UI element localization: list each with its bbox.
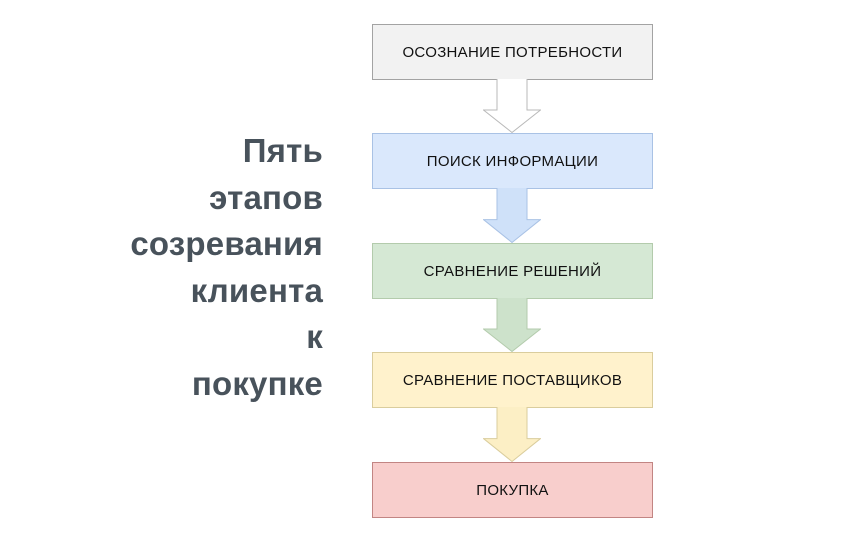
step-label: ПОИСК ИНФОРМАЦИИ: [426, 152, 599, 170]
title-line: клиента: [190, 271, 323, 309]
title-line: этапов: [209, 178, 323, 216]
diagram-title: Пять этапов созревания клиента к покупке: [63, 128, 323, 407]
title-line: к: [306, 318, 323, 355]
down-arrow-shape: [483, 79, 541, 133]
down-arrow-shape: [483, 407, 541, 462]
step-label: ПОКУПКА: [476, 481, 549, 499]
step-label: СРАВНЕНИЕ РЕШЕНИЙ: [423, 262, 602, 280]
title-line: Пять: [242, 132, 323, 169]
title-line: созревания: [130, 225, 323, 262]
down-arrow-icon: [483, 188, 541, 243]
step-box-need-recognition: ОСОЗНАНИЕ ПОТРЕБНОСТИ: [372, 24, 653, 80]
step-label: СРАВНЕНИЕ ПОСТАВЩИКОВ: [402, 371, 623, 389]
step-box-purchase: ПОКУПКА: [372, 462, 653, 518]
down-arrow-shape: [483, 298, 541, 352]
down-arrow-icon: [483, 79, 541, 133]
down-arrow-shape: [483, 188, 541, 243]
step-box-information-search: ПОИСК ИНФОРМАЦИИ: [372, 133, 653, 189]
step-label: ОСОЗНАНИЕ ПОТРЕБНОСТИ: [402, 43, 623, 61]
step-box-solution-comparison: СРАВНЕНИЕ РЕШЕНИЙ: [372, 243, 653, 299]
down-arrow-icon: [483, 298, 541, 352]
down-arrow-icon: [483, 407, 541, 462]
title-line: покупке: [191, 364, 323, 402]
step-box-supplier-comparison: СРАВНЕНИЕ ПОСТАВЩИКОВ: [372, 352, 653, 408]
